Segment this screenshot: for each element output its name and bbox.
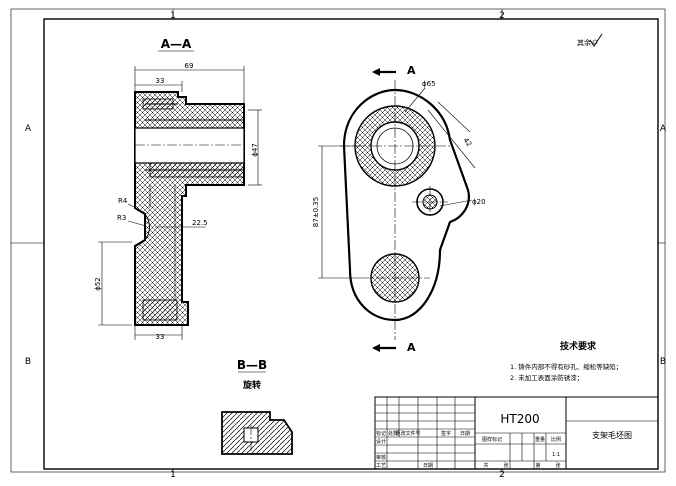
zone-col-1-top: 1 [170, 11, 176, 21]
roughness-label: 其余 [577, 38, 591, 47]
zone-col-1-bottom: 1 [170, 470, 176, 480]
title-block: HT200 支架毛坯图 标记 处数 更改文件号 签字 日期 设计 审核 工艺 日… [374, 396, 659, 470]
tech-req-item-1: 1. 铸件内部不得有砂孔、缩松等缺陷； [510, 362, 622, 371]
dim-lower-height: ϕ52 [94, 277, 102, 291]
tb-header-sign: 签字 [441, 430, 451, 437]
view-bb-title: B—B [237, 358, 267, 372]
zone-row-b-right: B [660, 357, 666, 367]
section-view-bb: B—B 旋转 [221, 358, 293, 455]
dim-small-dia: ϕ20 [472, 198, 486, 206]
tb-row-process: 工艺 [376, 463, 386, 469]
view-bb-subtitle: 旋转 [242, 379, 261, 391]
tb-total-unit: 张 [503, 462, 508, 469]
zone-col-2-top: 2 [499, 11, 505, 21]
tb-header-mark: 标记 [376, 430, 386, 437]
zone-row-b-left: B [25, 357, 31, 367]
dim-offset: 22.5 [192, 219, 208, 227]
tech-req-item-2: 2. 未加工表面涂防锈漆； [510, 373, 583, 382]
inner-frame [43, 18, 659, 470]
zone-markers: 1 2 1 2 A B A B [11, 9, 667, 480]
section-mark-bottom: A [407, 341, 416, 354]
tech-req-title: 技术要求 [560, 340, 597, 352]
zone-col-2-bottom: 2 [499, 470, 505, 480]
dim-arm-width: 42 [461, 136, 473, 148]
section-view-aa: A—A 69 33 ϕ47 ϕ52 33 [94, 37, 262, 341]
dim-bore-dia: ϕ47 [251, 143, 259, 157]
dim-bottom-width: 33 [156, 333, 165, 341]
tb-material: HT200 [500, 412, 539, 426]
dim-top-dia: ϕ65 [422, 80, 436, 88]
body-outline [342, 88, 470, 322]
tb-header-date: 日期 [460, 431, 470, 437]
tb-row-design: 设计 [376, 438, 386, 445]
tb-sheet-unit: 张 [555, 462, 560, 469]
dim-center-distance: 87±0.35 [312, 197, 320, 227]
tb-header-docno: 更改文件号 [395, 430, 420, 437]
tb-scale-value: 1:1 [552, 452, 560, 458]
tb-stage-mark: 图样标记 [482, 436, 502, 443]
bore [134, 127, 245, 164]
dim-radius-inner: R3 [117, 214, 126, 222]
view-aa-title: A—A [161, 37, 192, 51]
tb-sheet: 第 [535, 462, 540, 469]
section-outline [134, 91, 245, 326]
tb-date-label: 日期 [423, 463, 433, 469]
zone-row-a-right: A [660, 124, 667, 134]
dim-flange-width: 33 [156, 77, 165, 85]
tb-weight: 重量 [535, 436, 545, 443]
tb-part-name: 支架毛坯图 [592, 430, 632, 440]
tb-row-review: 审核 [376, 454, 386, 461]
main-view: A A 87±0.35 ϕ65 42 ϕ20 [312, 64, 486, 354]
dim-radius-outer: R4 [118, 197, 128, 205]
dim-overall-width: 69 [185, 62, 194, 70]
outer-border [10, 8, 666, 473]
section-mark-top: A [407, 64, 416, 77]
technical-requirements: 技术要求 1. 铸件内部不得有砂孔、缩松等缺陷； 2. 未加工表面涂防锈漆； [510, 340, 622, 382]
tb-total: 共 [483, 462, 488, 469]
tb-scale-label: 比例 [551, 436, 561, 443]
roughness-symbol: 其余 [577, 33, 603, 47]
tb-header-count: 处数 [388, 430, 398, 437]
zone-row-a-left: A [25, 124, 32, 134]
